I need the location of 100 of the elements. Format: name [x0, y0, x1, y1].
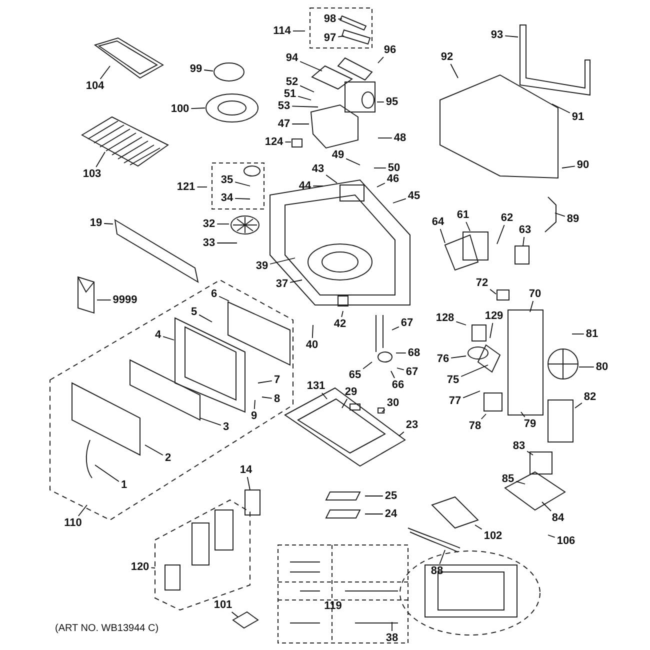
callout-number: 48	[392, 132, 408, 144]
callout-number: 96	[382, 44, 398, 56]
leader-line	[150, 567, 156, 568]
callout-number: 38	[384, 632, 400, 644]
callout-number: 82	[582, 391, 598, 403]
leader-line	[234, 198, 250, 200]
leader-line	[504, 35, 518, 38]
callout-number: 121	[176, 181, 196, 193]
callout-number: 84	[550, 512, 566, 524]
callout-number: 3	[222, 421, 230, 433]
leader-line	[300, 61, 322, 72]
leader-line	[490, 288, 496, 294]
leader-line	[246, 476, 250, 490]
leader-line	[450, 356, 466, 358]
leader-line	[480, 414, 486, 420]
callout-number: 92	[440, 51, 454, 63]
callout-number: 98	[322, 13, 338, 25]
callout-number: 9	[250, 410, 258, 422]
callout-number: 50	[386, 162, 402, 174]
callout-number: 102	[482, 530, 504, 542]
callout-number: 14	[238, 464, 254, 476]
callout-number: 43	[310, 163, 326, 175]
callout-number: 91	[570, 111, 586, 123]
leader-line	[258, 380, 272, 384]
leader-line	[462, 390, 480, 398]
leader-line	[262, 396, 272, 399]
leader-line	[460, 364, 488, 377]
callout-number: 47	[276, 118, 292, 130]
callout-number: 29	[344, 386, 358, 398]
callout-number: 9999	[112, 294, 138, 306]
callout-number: 114	[272, 25, 292, 37]
callout-number: 39	[254, 260, 270, 272]
callout-number: 1	[120, 479, 128, 491]
caption: (ART NO. WB13944 C)	[55, 623, 159, 634]
callout-number: 65	[348, 369, 362, 381]
leader-line	[450, 64, 458, 78]
leader-line	[270, 258, 296, 264]
leader-line	[231, 612, 238, 618]
callout-number: 76	[436, 353, 450, 365]
callout-number: 42	[332, 318, 348, 330]
leader-line	[321, 392, 328, 400]
callout-number: 101	[212, 599, 234, 611]
leader-line	[522, 236, 525, 246]
callout-number: 110	[63, 517, 83, 529]
leader-line	[216, 242, 238, 244]
callout-number: 52	[284, 76, 300, 88]
leader-line	[100, 66, 110, 80]
callout-number: 8	[272, 393, 282, 405]
callout-number: 68	[406, 347, 422, 359]
leader-line	[78, 504, 88, 516]
callout-number: 40	[304, 339, 320, 351]
leader-line	[562, 166, 576, 168]
leader-line	[516, 480, 526, 484]
leader-line	[490, 322, 494, 338]
leader-line	[396, 352, 406, 354]
callout-number: 72	[474, 277, 490, 289]
leader-line	[312, 324, 314, 338]
callout-number: 78	[468, 420, 482, 432]
callout-number: 75	[446, 374, 460, 386]
callout-number: 7	[272, 374, 282, 386]
callout-number: 45	[406, 190, 422, 202]
callout-number: 35	[220, 174, 234, 186]
callout-number: 53	[276, 100, 292, 112]
callout-number: 129	[484, 310, 504, 322]
leader-line	[530, 300, 534, 312]
leader-line	[376, 182, 386, 188]
callout-number: 24	[384, 508, 398, 520]
leader-line	[526, 450, 534, 456]
leader-line	[196, 186, 208, 188]
leader-line	[338, 18, 342, 20]
callout-number: 67	[400, 317, 414, 329]
callout-number: 93	[490, 29, 504, 41]
leader-line	[382, 409, 386, 412]
leader-line	[392, 326, 400, 330]
callout-number: 61	[456, 209, 470, 221]
leader-line	[440, 228, 446, 244]
leader-line	[548, 534, 556, 538]
leader-line	[520, 412, 526, 418]
callout-number: 100	[170, 103, 190, 115]
leader-line	[190, 108, 206, 110]
callout-number: 95	[384, 96, 400, 108]
leader-line	[254, 400, 256, 410]
leader-line	[94, 464, 120, 482]
callout-number: 62	[500, 212, 514, 224]
leader-line	[204, 70, 214, 72]
callout-number: 4	[154, 329, 162, 341]
callout-number: 67	[404, 366, 420, 378]
leader-line	[554, 212, 566, 217]
callout-number: 97	[322, 32, 338, 44]
leader-line	[292, 30, 306, 32]
callout-number: 25	[384, 490, 398, 502]
callout-number: 2	[164, 452, 172, 464]
leader-line	[198, 314, 212, 322]
callout-number: 124	[264, 136, 284, 148]
leader-line	[218, 296, 230, 302]
leader-line	[398, 431, 404, 436]
leader-line	[496, 224, 505, 244]
callout-number: 5	[190, 306, 198, 318]
leader-line	[396, 368, 404, 370]
callout-number: 34	[220, 192, 234, 204]
